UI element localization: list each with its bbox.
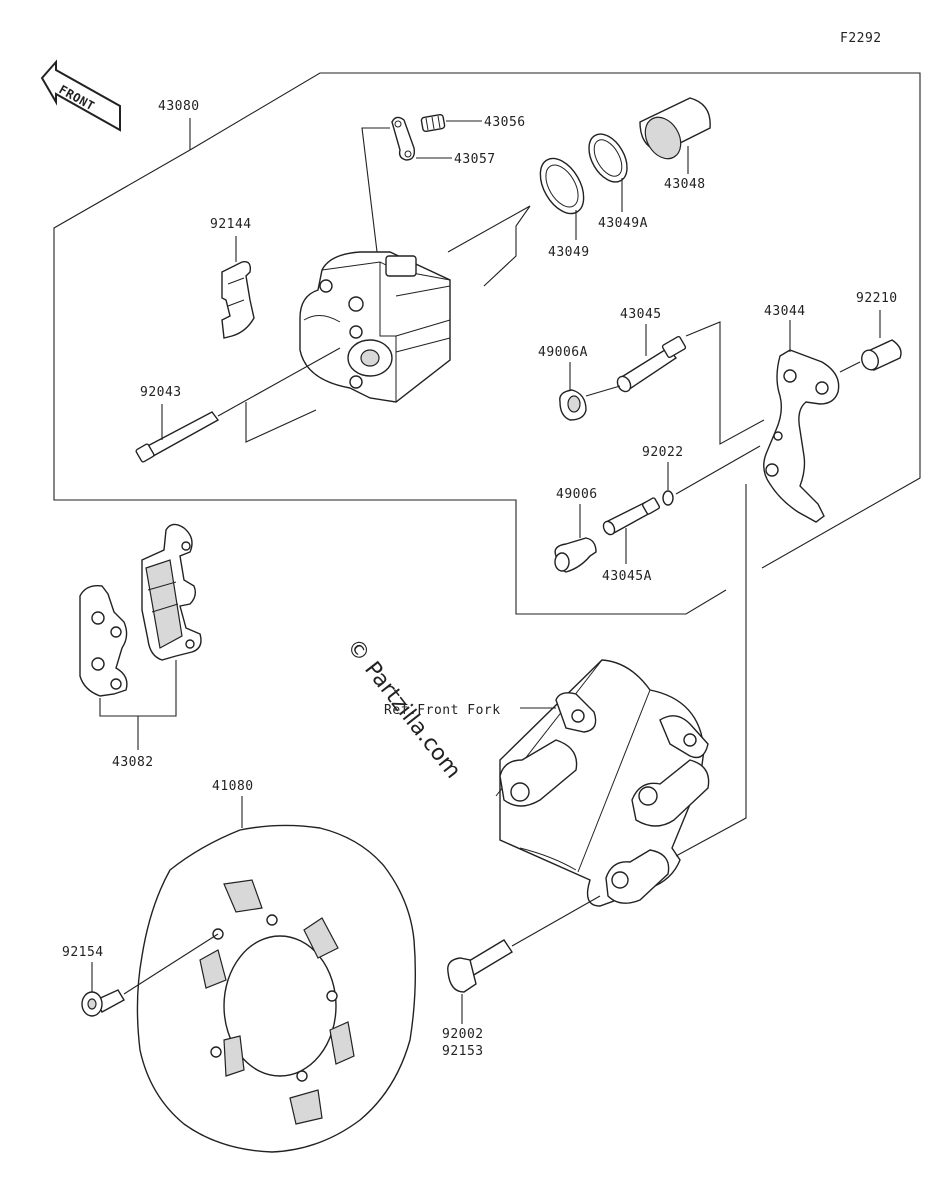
label-92210: 92210	[856, 291, 898, 306]
pin-bolt-part	[554, 504, 597, 573]
brake-pad-left-part	[79, 585, 128, 697]
fork-reference-label: Ref.Front Fork	[384, 703, 501, 718]
leader-43045-bracket	[685, 321, 765, 445]
disc-bolt-part	[81, 933, 219, 1017]
label-43049A: 43049A	[598, 216, 648, 231]
label-43045: 43045	[620, 307, 662, 322]
bleeder-valve-part	[420, 113, 482, 133]
leader-bracket-fork	[675, 484, 747, 857]
slide-pin-a-part	[602, 497, 661, 564]
pad-spring-part	[221, 236, 255, 339]
label-43057: 43057	[454, 152, 496, 167]
brake-pad-right-part	[141, 523, 202, 661]
label-41080: 41080	[212, 779, 254, 794]
circlip-part	[662, 445, 761, 506]
caliper-bracket-part	[763, 320, 840, 523]
bleeder-cap-part	[391, 116, 452, 161]
figure-code: F2292	[840, 31, 882, 46]
label-43056: 43056	[484, 115, 526, 130]
pin-boot-part	[559, 362, 587, 421]
label-92022: 92022	[642, 445, 684, 460]
label-92154: 92154	[62, 945, 104, 960]
label-92144: 92144	[210, 217, 252, 232]
leader-49006A-pin	[585, 385, 621, 397]
label-49006: 49006	[556, 487, 598, 502]
label-43082: 43082	[112, 755, 154, 770]
caliper-pin-part	[135, 347, 341, 463]
leader-caliper-bleeder	[361, 127, 390, 261]
front-fork-part	[495, 659, 710, 907]
label-92043: 92043	[140, 385, 182, 400]
label-49006A: 49006A	[538, 345, 588, 360]
fork-bolt-part	[447, 895, 601, 1024]
assembly-boundary-upper	[189, 72, 921, 569]
label-92002: 92002	[442, 1027, 484, 1042]
leader-piston-assembly	[447, 205, 531, 287]
dust-seal-part	[588, 133, 628, 212]
caliper-body-part	[299, 251, 451, 403]
leader-caliper-lower	[245, 402, 317, 443]
label-43048: 43048	[664, 177, 706, 192]
brake-disc-part	[136, 796, 417, 1153]
label-43045A: 43045A	[602, 569, 652, 584]
assembly-boundary-lower	[53, 149, 727, 615]
slide-pin-part	[616, 324, 687, 393]
label-43044: 43044	[764, 304, 806, 319]
label-92153: 92153	[442, 1044, 484, 1059]
front-arrow-icon: FRONT	[40, 59, 121, 132]
piston-seal-part	[539, 157, 585, 240]
label-43049: 43049	[548, 245, 590, 260]
label-43080: 43080	[158, 99, 200, 114]
bushing-part	[839, 310, 902, 373]
piston-part	[639, 97, 711, 174]
